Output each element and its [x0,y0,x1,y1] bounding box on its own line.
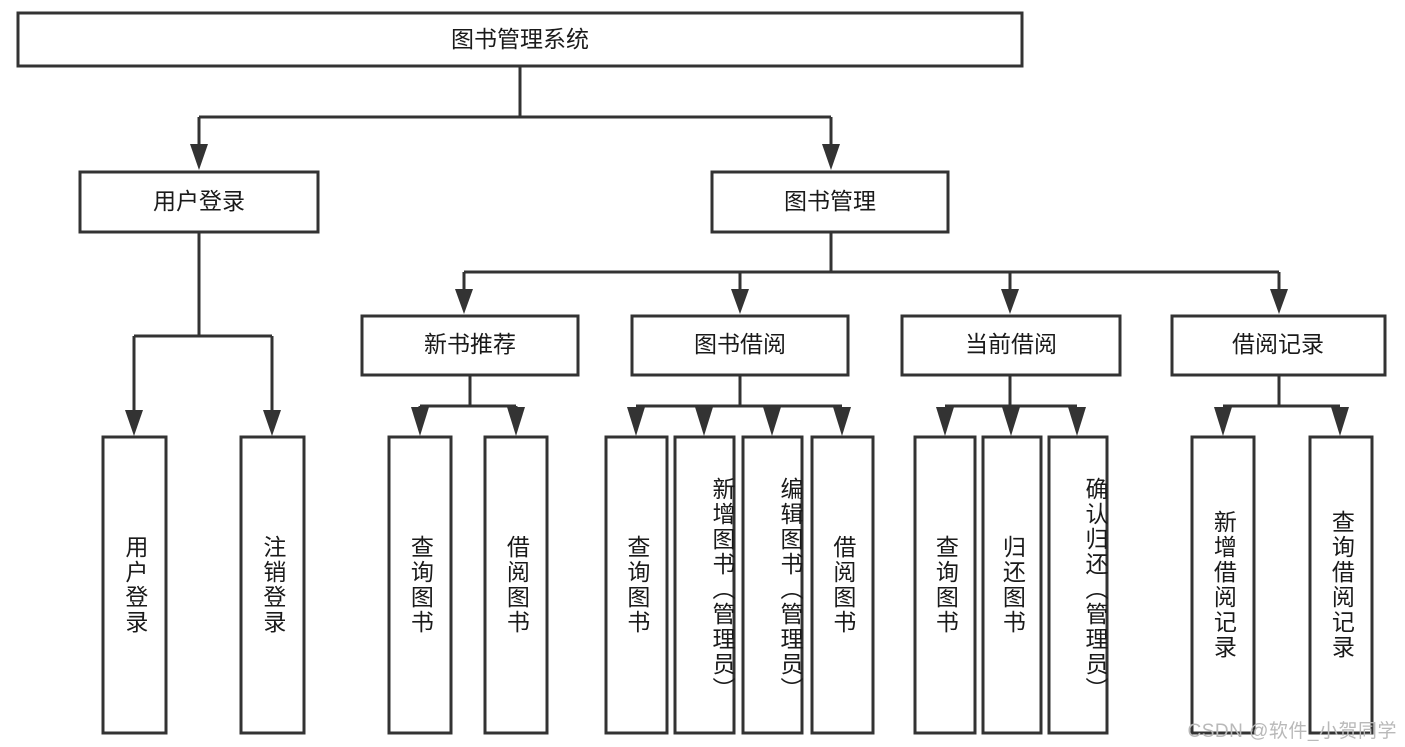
connector-group-currentborrow [936,375,1086,436]
leaf-box-borrowrecord-2[interactable] [1308,435,1374,735]
node-label-current-borrow: 当前借阅 [965,331,1057,357]
arrow-head-leaf-currentborrow-1 [936,407,954,436]
node-label-user-login: 用户登录 [153,188,245,214]
connector-group-newbook [411,375,525,436]
connector-group-bookborrow [627,375,851,436]
leaf-box-newbook-1[interactable] [387,435,453,735]
arrow-head-newbook [455,289,473,314]
connector-group-root [190,66,840,170]
connector-group-userlogin [125,232,281,436]
node-box-root[interactable] [16,11,1024,68]
csdn-watermark: CSDN @软件_小贺同学 [1187,721,1397,742]
leaf-box-newbook-2[interactable] [483,435,549,735]
leaf-box-user-login-2[interactable] [239,435,306,735]
arrow-head-currentborrow [1001,289,1019,314]
arrow-head-userlogin [190,144,208,170]
arrow-head-borrowrecord [1270,289,1288,314]
arrow-head-leaf-user-1 [125,410,143,436]
connector-group-bookmgmt [455,232,1288,314]
leaf-box-bookborrow-3[interactable] [741,435,804,735]
node-box-book-management[interactable] [710,170,950,234]
leaf-box-borrowrecord-1[interactable] [1190,435,1256,735]
node-box-user-login[interactable] [78,170,320,234]
arrow-head-bookborrow [731,289,749,314]
leaf-box-currentborrow-1[interactable] [913,435,977,735]
node-label-book-management: 图书管理 [784,188,876,214]
leaf-box-bookborrow-4[interactable] [810,435,875,735]
arrow-head-leaf-currentborrow-3 [1068,407,1086,436]
arrow-head-leaf-newbook-2 [507,407,525,436]
arrow-head-leaf-newbook-1 [411,407,429,436]
node-box-book-borrow[interactable] [630,314,850,377]
arrow-head-leaf-user-2 [263,410,281,436]
arrow-head-leaf-currentborrow-2 [1002,407,1020,436]
leaf-box-user-login-1[interactable] [101,435,168,735]
arrow-head-leaf-bookborrow-2 [695,407,713,436]
leaf-box-currentborrow-3[interactable] [1047,435,1109,735]
node-box-new-book-recommend[interactable] [360,314,580,377]
node-label-borrow-record: 借阅记录 [1232,331,1324,357]
arrow-head-leaf-bookborrow-1 [627,407,645,436]
connector-group-borrowrecord [1214,375,1349,436]
node-label-book-borrow: 图书借阅 [694,331,786,357]
leaf-box-currentborrow-2[interactable] [981,435,1043,735]
node-label-new-book-recommend: 新书推荐 [424,331,516,357]
arrow-head-leaf-borrowrecord-2 [1331,407,1349,436]
node-label-root: 图书管理系统 [451,26,589,52]
leaf-box-bookborrow-1[interactable] [604,435,669,735]
arrow-head-leaf-bookborrow-4 [833,407,851,436]
arrow-head-leaf-bookborrow-3 [763,407,781,436]
node-box-current-borrow[interactable] [900,314,1122,377]
arrow-head-bookmgmt [822,144,840,170]
node-box-borrow-record[interactable] [1170,314,1387,377]
arrow-head-leaf-borrowrecord-1 [1214,407,1232,436]
leaf-box-bookborrow-2[interactable] [673,435,736,735]
